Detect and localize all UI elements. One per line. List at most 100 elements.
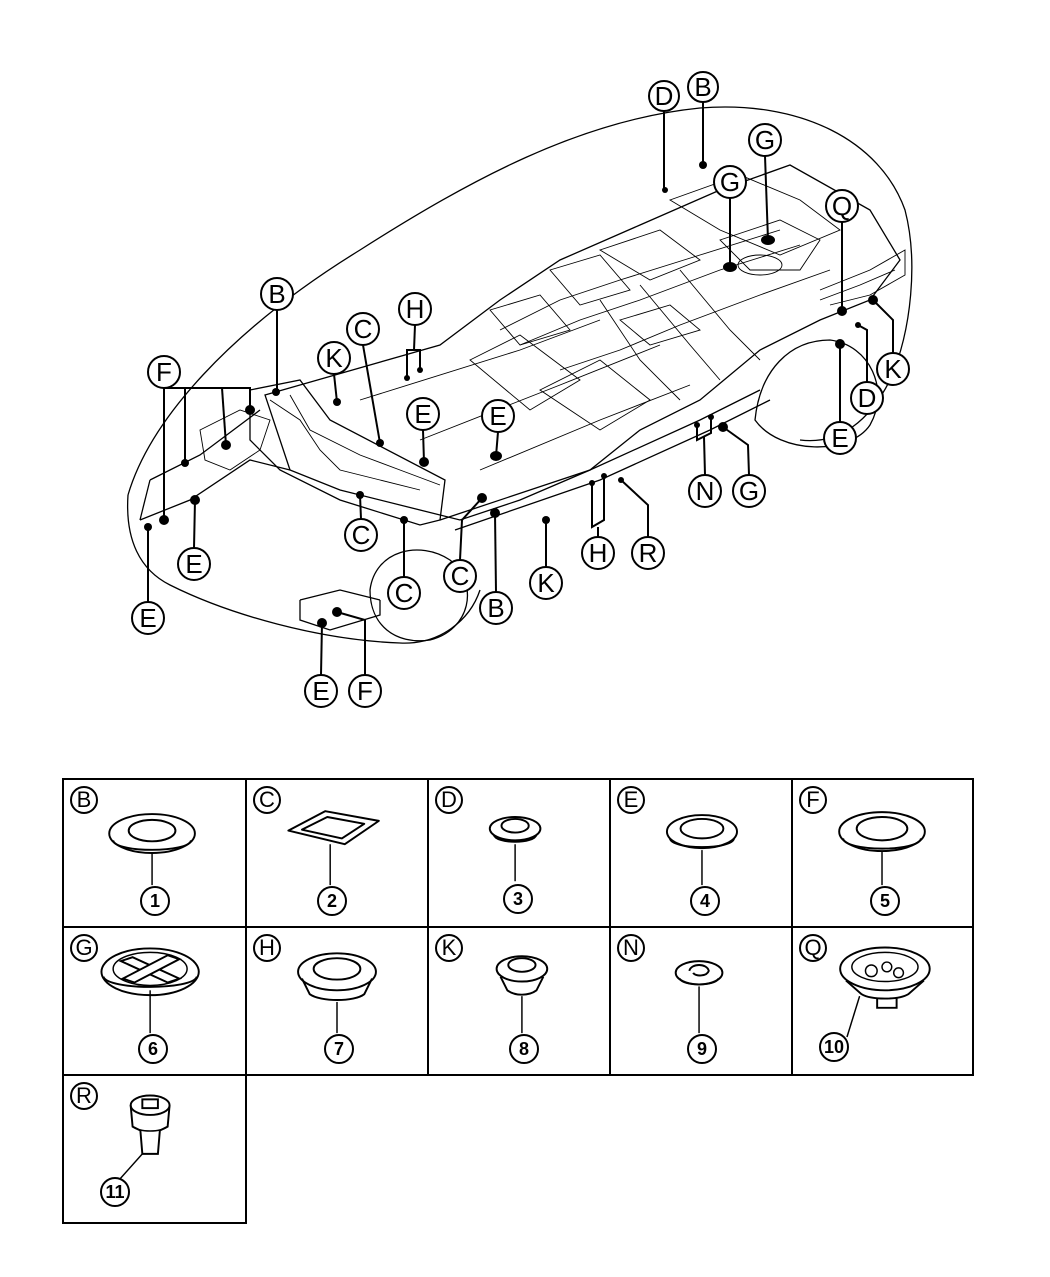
svg-text:B: B [487,593,504,623]
callout-E: E [481,399,515,433]
part-cell-F: F 5 [791,778,974,928]
svg-text:D: D [858,383,877,413]
svg-text:B: B [268,279,285,309]
svg-text:R: R [639,538,658,568]
part-number: 3 [503,884,533,914]
callout-B: B [687,71,719,103]
svg-text:G: G [755,125,775,155]
part-number: 9 [687,1034,717,1064]
callout-N: N [688,474,722,508]
part-number: 5 [870,886,900,916]
part-number: 6 [138,1034,168,1064]
svg-text:E: E [312,676,329,706]
callout-E: E [131,601,165,635]
part-letter: F [799,786,827,814]
part-number: 11 [100,1177,130,1207]
callout-D: D [648,80,680,112]
leader-lines [147,101,894,676]
callout-C: C [387,576,421,610]
svg-text:E: E [831,423,848,453]
floor-pan-sketch [139,164,906,631]
callout-F: F [348,674,382,708]
callout-Q: Q [825,189,859,223]
part-letter: C [253,786,281,814]
part-number: 8 [509,1034,539,1064]
part-number: 10 [819,1032,849,1062]
callout-C: C [346,312,380,346]
plug-7-icon [297,952,377,1034]
plug-3-icon [488,816,542,882]
part-cell-N: N 9 [609,926,793,1076]
parts-table: B 1 C 2 D 3 E [62,778,974,1224]
callout-R: R [631,536,665,570]
part-cell-K: K 8 [427,926,611,1076]
callout-E: E [406,397,440,431]
part-cell-G: G 6 [62,926,247,1076]
part-letter: G [70,934,98,962]
svg-text:K: K [537,568,555,598]
plug-5-icon [838,811,926,886]
callout-G: G [732,474,766,508]
part-number: 1 [140,886,170,916]
callout-C: C [443,559,477,593]
svg-text:E: E [139,603,156,633]
part-number: 4 [690,886,720,916]
svg-text:H: H [406,294,425,324]
svg-text:E: E [414,399,431,429]
plug-11-icon [117,1094,171,1182]
svg-text:C: C [395,578,414,608]
part-letter: E [617,786,645,814]
part-number: 7 [324,1034,354,1064]
part-cell-Q: Q 10 [791,926,974,1076]
svg-text:D: D [655,81,674,111]
callout-G: G [713,165,747,199]
callout-D: D [850,381,884,415]
svg-text:C: C [451,561,470,591]
vehicle-outline [126,106,913,644]
svg-text:H: H [589,538,608,568]
svg-text:C: C [352,520,371,550]
plug-2-icon [287,810,380,886]
svg-text:E: E [185,549,202,579]
part-cell-B: B 1 [62,778,247,928]
plug-6-icon [100,947,200,1034]
part-cell-D: D 3 [427,778,611,928]
svg-text:F: F [357,676,373,706]
callout-E: E [304,674,338,708]
plug-10-icon [839,946,931,1038]
part-cell-H: H 7 [245,926,429,1076]
part-number: 2 [317,886,347,916]
svg-text:K: K [325,343,343,373]
part-letter: Q [799,934,827,962]
part-letter: N [617,934,645,962]
callout-B: B [479,591,513,625]
callout-G: G [748,123,782,157]
callout-K: K [529,566,563,600]
svg-text:N: N [696,476,715,506]
svg-text:Q: Q [832,191,852,221]
callout-F: F [147,355,181,389]
callout-K: K [317,341,351,375]
svg-text:E: E [489,401,506,431]
plug-1-icon [108,813,196,886]
callout-E: E [823,421,857,455]
callout-C: C [344,518,378,552]
plug-9-icon [674,960,724,1034]
svg-text:G: G [739,476,759,506]
part-cell-E: E 4 [609,778,793,928]
callout-E: E [177,547,211,581]
svg-text:F: F [156,357,172,387]
part-cell-R: R 11 [62,1074,247,1224]
plug-8-icon [495,955,549,1034]
part-cell-C: C 2 [245,778,429,928]
callout-H: H [581,536,615,570]
callout-B: B [260,277,294,311]
part-letter: B [70,786,98,814]
svg-text:B: B [694,72,711,102]
part-letter: H [253,934,281,962]
callout-K: K [876,352,910,386]
svg-text:G: G [720,167,740,197]
part-letter: K [435,934,463,962]
svg-text:K: K [884,354,902,384]
part-letter: R [70,1082,98,1110]
